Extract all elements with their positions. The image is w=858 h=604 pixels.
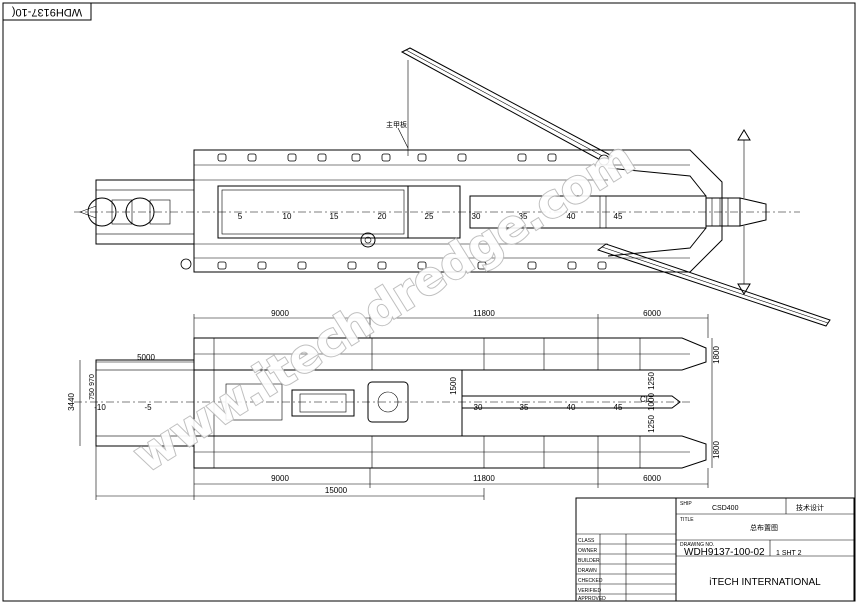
tb-sheet: 1 SHT 2 — [776, 550, 802, 557]
tb-ship-label: SHIP — [680, 501, 692, 507]
bottom-scale-mark: -10 — [94, 403, 106, 412]
tb-row-label: CHECKED — [578, 578, 603, 584]
dim-left-vertical: 970 — [89, 374, 96, 386]
dim-right: 1000 — [647, 393, 656, 411]
dim-bottom: 11800 — [473, 474, 495, 483]
dim-left-vertical: 750 — [89, 388, 96, 400]
dim-bottom: 9000 — [271, 474, 289, 483]
bottom-scale-mark: 30 — [474, 403, 483, 412]
bottom-view: 9000 11800 6000 9000 11800 6000 15000 50… — [67, 309, 721, 500]
top-scale-mark: 10 — [283, 212, 292, 221]
dim-mid: 1500 — [449, 377, 458, 395]
tb-row-label: CLASS — [578, 538, 595, 544]
top-scale-mark: 20 — [378, 212, 387, 221]
tb-stage: 技术设计 — [796, 503, 824, 512]
dim-left-vertical: 3440 — [67, 393, 76, 411]
dim-right: 1800 — [712, 441, 721, 459]
tb-row-label: BUILDER — [578, 558, 600, 564]
top-scale-mark: 35 — [519, 212, 528, 221]
tb-rows: CLASS OWNER BUILDER DRAWN CHECKED VERIFI… — [576, 533, 676, 602]
tb-title-value: 总布置图 — [750, 523, 778, 532]
dim-top: 6000 — [643, 309, 661, 318]
bottom-scale-mark: 35 — [520, 403, 529, 412]
top-scale-mark: 45 — [614, 212, 623, 221]
tb-row-label: OWNER — [578, 548, 598, 554]
dim-right: 1800 — [712, 346, 721, 364]
tb-company: iTECH INTERNATIONAL — [709, 577, 821, 588]
deck-fittings — [180, 153, 610, 270]
tb-drawing-no: WDH9137-100-02 — [684, 547, 765, 558]
bottom-scale-mark: 45 — [614, 403, 623, 412]
drawing-number-tab-box — [2, 2, 92, 21]
top-scale-marks: 5 10 15 20 25 30 35 40 45 — [238, 212, 623, 221]
tb-row-label: DRAWN — [578, 568, 597, 574]
section-label: 主甲板 — [386, 120, 407, 129]
tb-title-label: TITLE — [680, 517, 694, 523]
bottom-scale-mark: -5 — [144, 403, 152, 412]
centerline-label: CL — [640, 395, 651, 404]
tb-row-label: VERIFIED — [578, 588, 601, 594]
bottom-scale-mark: 40 — [567, 403, 576, 412]
top-scale-mark: 15 — [330, 212, 339, 221]
title-block: SHIP CSD400 技术设计 TITLE 总布置图 DRAWING NO. … — [575, 497, 855, 602]
dim-overall: 15000 — [325, 486, 348, 495]
dim-left: 5000 — [137, 353, 155, 362]
top-scale-mark: 30 — [472, 212, 481, 221]
tb-row-label: APPROVED — [578, 596, 606, 602]
dim-top: 11800 — [473, 309, 495, 318]
dim-bottom: 6000 — [643, 474, 661, 483]
drawing-number-tab: WDH9137-10( — [12, 6, 83, 18]
dim-top: 9000 — [271, 309, 289, 318]
tb-ship-value: CSD400 — [712, 505, 739, 512]
dim-right: 1250 — [647, 372, 656, 390]
top-scale-mark: 25 — [425, 212, 434, 221]
top-scale-mark: 40 — [567, 212, 576, 221]
tb-drawing-no-label: DRAWING NO. — [680, 542, 714, 548]
dim-right: 1250 — [647, 415, 656, 433]
top-scale-mark: 5 — [238, 212, 243, 221]
top-view: 主甲板 — [74, 47, 831, 327]
watermark: www.itechdredge.com — [124, 130, 644, 483]
